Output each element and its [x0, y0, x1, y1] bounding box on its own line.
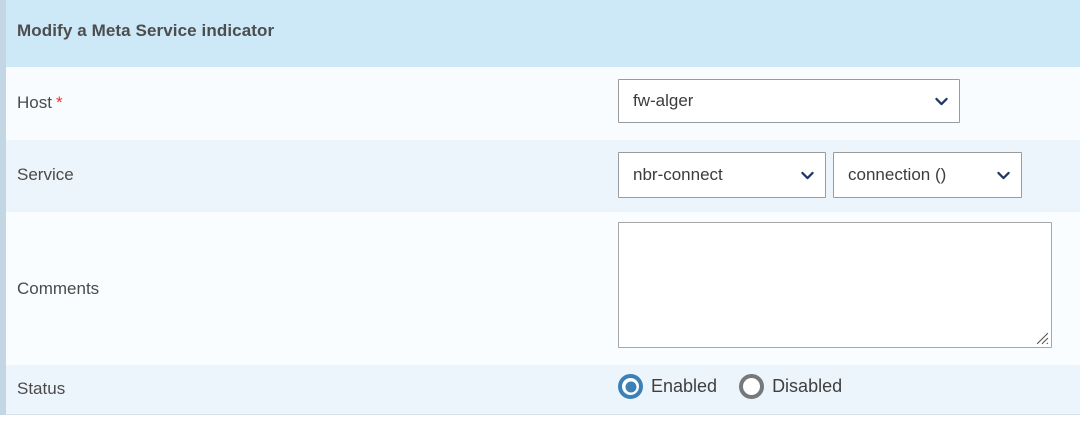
status-radio-group: Enabled Disabled — [618, 374, 864, 399]
resize-handle-icon[interactable] — [1036, 332, 1049, 345]
service-select-value: nbr-connect — [633, 165, 723, 184]
form-row-host: Host* fw-alger — [0, 67, 1080, 140]
host-label-text: Host — [17, 93, 52, 112]
form-row-comments: Comments — [0, 212, 1080, 365]
comments-label: Comments — [17, 279, 100, 298]
host-select[interactable]: fw-alger — [618, 79, 960, 123]
status-option-disabled-label: Disabled — [772, 376, 843, 396]
chevron-down-icon — [935, 97, 948, 105]
required-asterisk: * — [55, 93, 63, 112]
chevron-down-icon — [801, 171, 814, 179]
metric-select-value: connection () — [848, 165, 947, 184]
panel-left-accent-strip — [0, 0, 6, 415]
status-label: Status — [17, 379, 66, 398]
form-row-status: Status Enabled Disabled — [0, 365, 1080, 415]
metric-select[interactable]: connection () — [833, 152, 1022, 198]
comments-textarea[interactable] — [618, 222, 1052, 348]
page-title: Modify a Meta Service indicator — [17, 21, 275, 40]
radio-selected-icon[interactable] — [618, 374, 643, 399]
chevron-down-icon — [997, 171, 1010, 179]
status-option-enabled[interactable]: Enabled — [618, 374, 717, 399]
host-select-value: fw-alger — [633, 91, 694, 110]
radio-unselected-icon[interactable] — [739, 374, 765, 399]
service-label: Service — [17, 165, 74, 184]
host-label: Host* — [17, 93, 63, 113]
status-option-disabled[interactable]: Disabled — [739, 374, 842, 399]
form-row-service: Service nbr-connect connection () — [0, 140, 1080, 212]
panel-header: Modify a Meta Service indicator — [0, 0, 1080, 67]
status-option-enabled-label: Enabled — [651, 376, 718, 396]
service-select[interactable]: nbr-connect — [618, 152, 826, 198]
